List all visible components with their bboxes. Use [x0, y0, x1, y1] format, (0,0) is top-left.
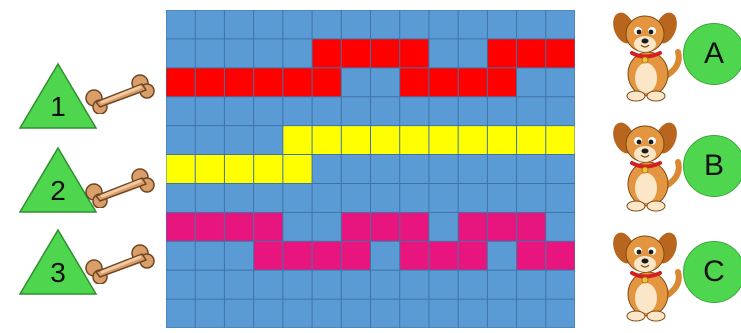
bone-icon: [82, 74, 158, 114]
path-cell-magenta: [254, 212, 283, 241]
target-circle-c[interactable]: C: [683, 241, 741, 303]
puppy-b: [608, 116, 684, 212]
path-cell-magenta: [517, 241, 546, 270]
path-cell-red: [371, 39, 400, 68]
path-cell-magenta: [546, 241, 575, 270]
path-cell-yellow: [166, 155, 195, 184]
path-cell-magenta: [517, 212, 546, 241]
path-cell-yellow: [400, 126, 429, 155]
path-cell-magenta: [195, 212, 224, 241]
path-cell-red: [195, 68, 224, 97]
path-cell-yellow: [546, 126, 575, 155]
bone-icon: [82, 244, 158, 284]
path-cell-magenta: [487, 212, 516, 241]
path-cell-magenta: [254, 241, 283, 270]
path-cell-red: [341, 39, 370, 68]
path-cell-yellow: [224, 155, 253, 184]
path-cell-red: [487, 39, 516, 68]
path-cell-yellow: [195, 155, 224, 184]
path-cell-magenta: [458, 212, 487, 241]
path-cell-red: [312, 68, 341, 97]
bone-1: [82, 74, 158, 114]
path-cell-yellow: [487, 126, 516, 155]
target-label-a: A: [704, 37, 724, 71]
path-cell-magenta: [371, 212, 400, 241]
path-cell-magenta: [224, 212, 253, 241]
path-cell-red: [429, 68, 458, 97]
target-label-c: C: [703, 255, 725, 289]
path-cell-red: [166, 68, 195, 97]
path-cell-red: [224, 68, 253, 97]
path-cell-yellow: [429, 126, 458, 155]
target-circle-a[interactable]: A: [683, 23, 741, 85]
target-label-b: B: [704, 149, 724, 183]
bone-3: [82, 244, 158, 284]
path-grid: [166, 10, 575, 328]
path-cell-yellow: [517, 126, 546, 155]
path-cell-red: [312, 39, 341, 68]
path-cell-yellow: [254, 155, 283, 184]
path-cell-yellow: [312, 126, 341, 155]
path-cell-magenta: [400, 241, 429, 270]
path-cell-red: [458, 68, 487, 97]
path-cell-red: [254, 68, 283, 97]
path-cell-yellow: [283, 126, 312, 155]
bone-2: [82, 168, 158, 208]
path-cell-magenta: [312, 241, 341, 270]
path-cell-red: [400, 68, 429, 97]
path-cell-yellow: [341, 126, 370, 155]
puppy-icon: [608, 116, 684, 212]
path-cell-magenta: [341, 241, 370, 270]
bone-icon: [82, 168, 158, 208]
path-cell-red: [517, 39, 546, 68]
path-cell-red: [487, 68, 516, 97]
puppy-c: [608, 226, 684, 322]
puppy-a: [608, 6, 684, 102]
puppy-icon: [608, 6, 684, 102]
path-cell-yellow: [458, 126, 487, 155]
path-cell-yellow: [283, 155, 312, 184]
path-cell-red: [400, 39, 429, 68]
path-cell-magenta: [166, 212, 195, 241]
puppy-icon: [608, 226, 684, 322]
path-cell-yellow: [371, 126, 400, 155]
path-cell-magenta: [458, 241, 487, 270]
target-circle-b[interactable]: B: [683, 135, 741, 197]
path-cell-magenta: [400, 212, 429, 241]
path-cell-red: [283, 68, 312, 97]
path-cell-magenta: [429, 241, 458, 270]
path-cell-magenta: [283, 241, 312, 270]
path-cell-magenta: [341, 212, 370, 241]
path-cell-red: [546, 39, 575, 68]
